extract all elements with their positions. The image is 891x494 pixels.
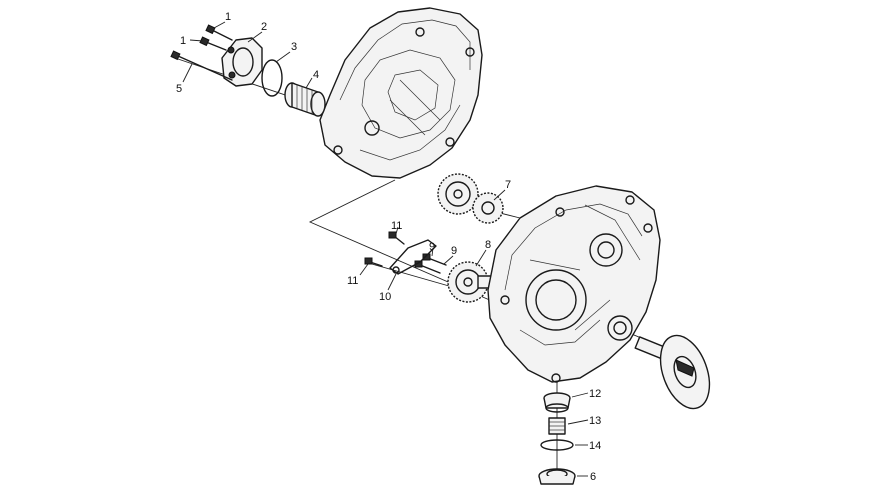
crankcase-half — [487, 185, 661, 383]
callout-1-upper: 1 — [225, 11, 231, 23]
callout-1-middle: 1 — [180, 35, 186, 47]
seal-ring — [540, 439, 574, 451]
gear-lower — [447, 261, 493, 303]
bolts — [170, 24, 233, 81]
callout-2: 2 — [261, 21, 267, 33]
callout-labels: 1 1 2 3 4 5 7 8 9 9 10 11 11 12 13 14 6 — [176, 11, 601, 483]
small-hardware — [364, 231, 447, 275]
callout-10: 10 — [379, 291, 391, 303]
crankcase-cover — [319, 7, 483, 179]
long-bolt — [177, 55, 233, 81]
bolt-upper — [211, 29, 233, 41]
oil-filter-cover — [221, 37, 263, 87]
callout-14: 14 — [589, 440, 601, 452]
gear-set-upper — [437, 173, 504, 224]
callout-7: 7 — [505, 179, 511, 191]
drain-plug-assembly — [538, 392, 576, 485]
callout-9-left: 9 — [429, 241, 435, 253]
callout-5: 5 — [176, 83, 182, 95]
callout-12: 12 — [589, 388, 601, 400]
oil-filter-element — [284, 82, 326, 117]
callout-6: 6 — [590, 471, 596, 483]
callout-11-upper: 11 — [391, 220, 402, 232]
callout-13: 13 — [589, 415, 601, 427]
bolt-middle — [205, 41, 227, 51]
o-ring — [261, 59, 283, 97]
callout-9-right: 9 — [451, 245, 457, 257]
callout-3: 3 — [291, 41, 297, 53]
chain-guide — [389, 239, 437, 275]
callout-4: 4 — [313, 69, 319, 81]
leader-lines — [182, 21, 589, 477]
drive-pulley — [634, 334, 711, 410]
callout-11-lower: 11 — [347, 275, 358, 287]
callout-8: 8 — [485, 239, 491, 251]
